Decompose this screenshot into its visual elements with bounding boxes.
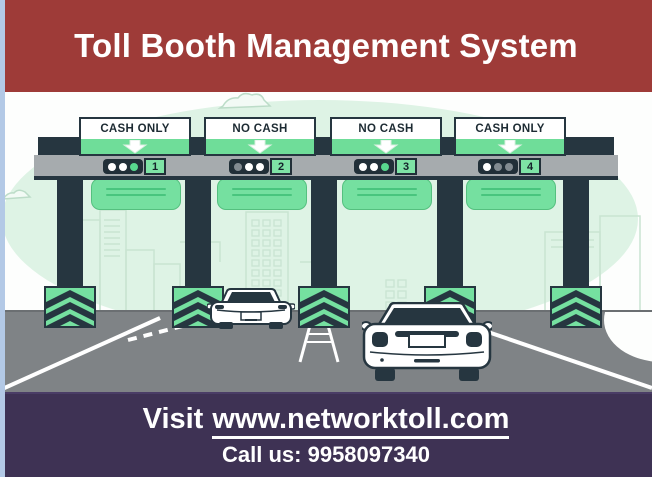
lane-light-unit-2: 2 (229, 158, 292, 175)
lane-sign-label: CASH ONLY (456, 119, 564, 139)
lane-sign-2: NO CASH (204, 117, 316, 156)
lane-number: 4 (519, 158, 541, 175)
visit-prefix: Visit (142, 403, 204, 435)
lane-sign-3: NO CASH (330, 117, 442, 156)
lane-light-unit-1: 1 (103, 158, 166, 175)
chevron-barrier (298, 286, 350, 328)
traffic-light-icon (478, 159, 518, 174)
lane-number: 3 (395, 158, 417, 175)
chevron-barrier (44, 286, 96, 328)
arrow-down-icon (497, 139, 523, 154)
lane-sign-label: CASH ONLY (81, 119, 189, 139)
booth-canopy-2 (217, 178, 307, 210)
left-edge-strip (0, 0, 5, 477)
phone-line: Call us: 9958097340 (222, 442, 430, 467)
traffic-light-icon (103, 159, 143, 174)
toll-plaza-illustration: CASH ONLY NO CASH NO CASH CASH ONLY 1 (0, 92, 652, 392)
road-markings (0, 312, 652, 392)
header-banner: Toll Booth Management System (0, 0, 652, 92)
lane-sign-1: CASH ONLY (79, 117, 191, 156)
gantry-pillar (311, 178, 337, 290)
car-rear-large (360, 301, 494, 387)
lane-number: 2 (270, 158, 292, 175)
traffic-light-icon (229, 159, 269, 174)
gantry-pillar (57, 178, 83, 290)
page-title: Toll Booth Management System (74, 27, 578, 64)
gantry-pillar (437, 178, 463, 290)
lane-light-unit-4: 4 (478, 158, 541, 175)
lane-sign-4: CASH ONLY (454, 117, 566, 156)
gantry-pillar (185, 178, 211, 290)
booth-canopy-3 (342, 178, 432, 210)
arrow-down-icon (122, 139, 148, 154)
lane-light-unit-3: 3 (354, 158, 417, 175)
arrow-down-icon (247, 139, 273, 154)
website-link[interactable]: www.networktoll.com (212, 403, 510, 439)
lane-number: 1 (144, 158, 166, 175)
booth-canopy-4 (466, 178, 556, 210)
booth-canopy-1 (91, 178, 181, 210)
chevron-barrier (550, 286, 602, 328)
car-rear-small (206, 288, 296, 335)
traffic-light-icon (354, 159, 394, 174)
lane-sign-label: NO CASH (206, 119, 314, 139)
lane-sign-label: NO CASH (332, 119, 440, 139)
gantry-pillar (563, 178, 589, 290)
arrow-down-icon (373, 139, 399, 154)
